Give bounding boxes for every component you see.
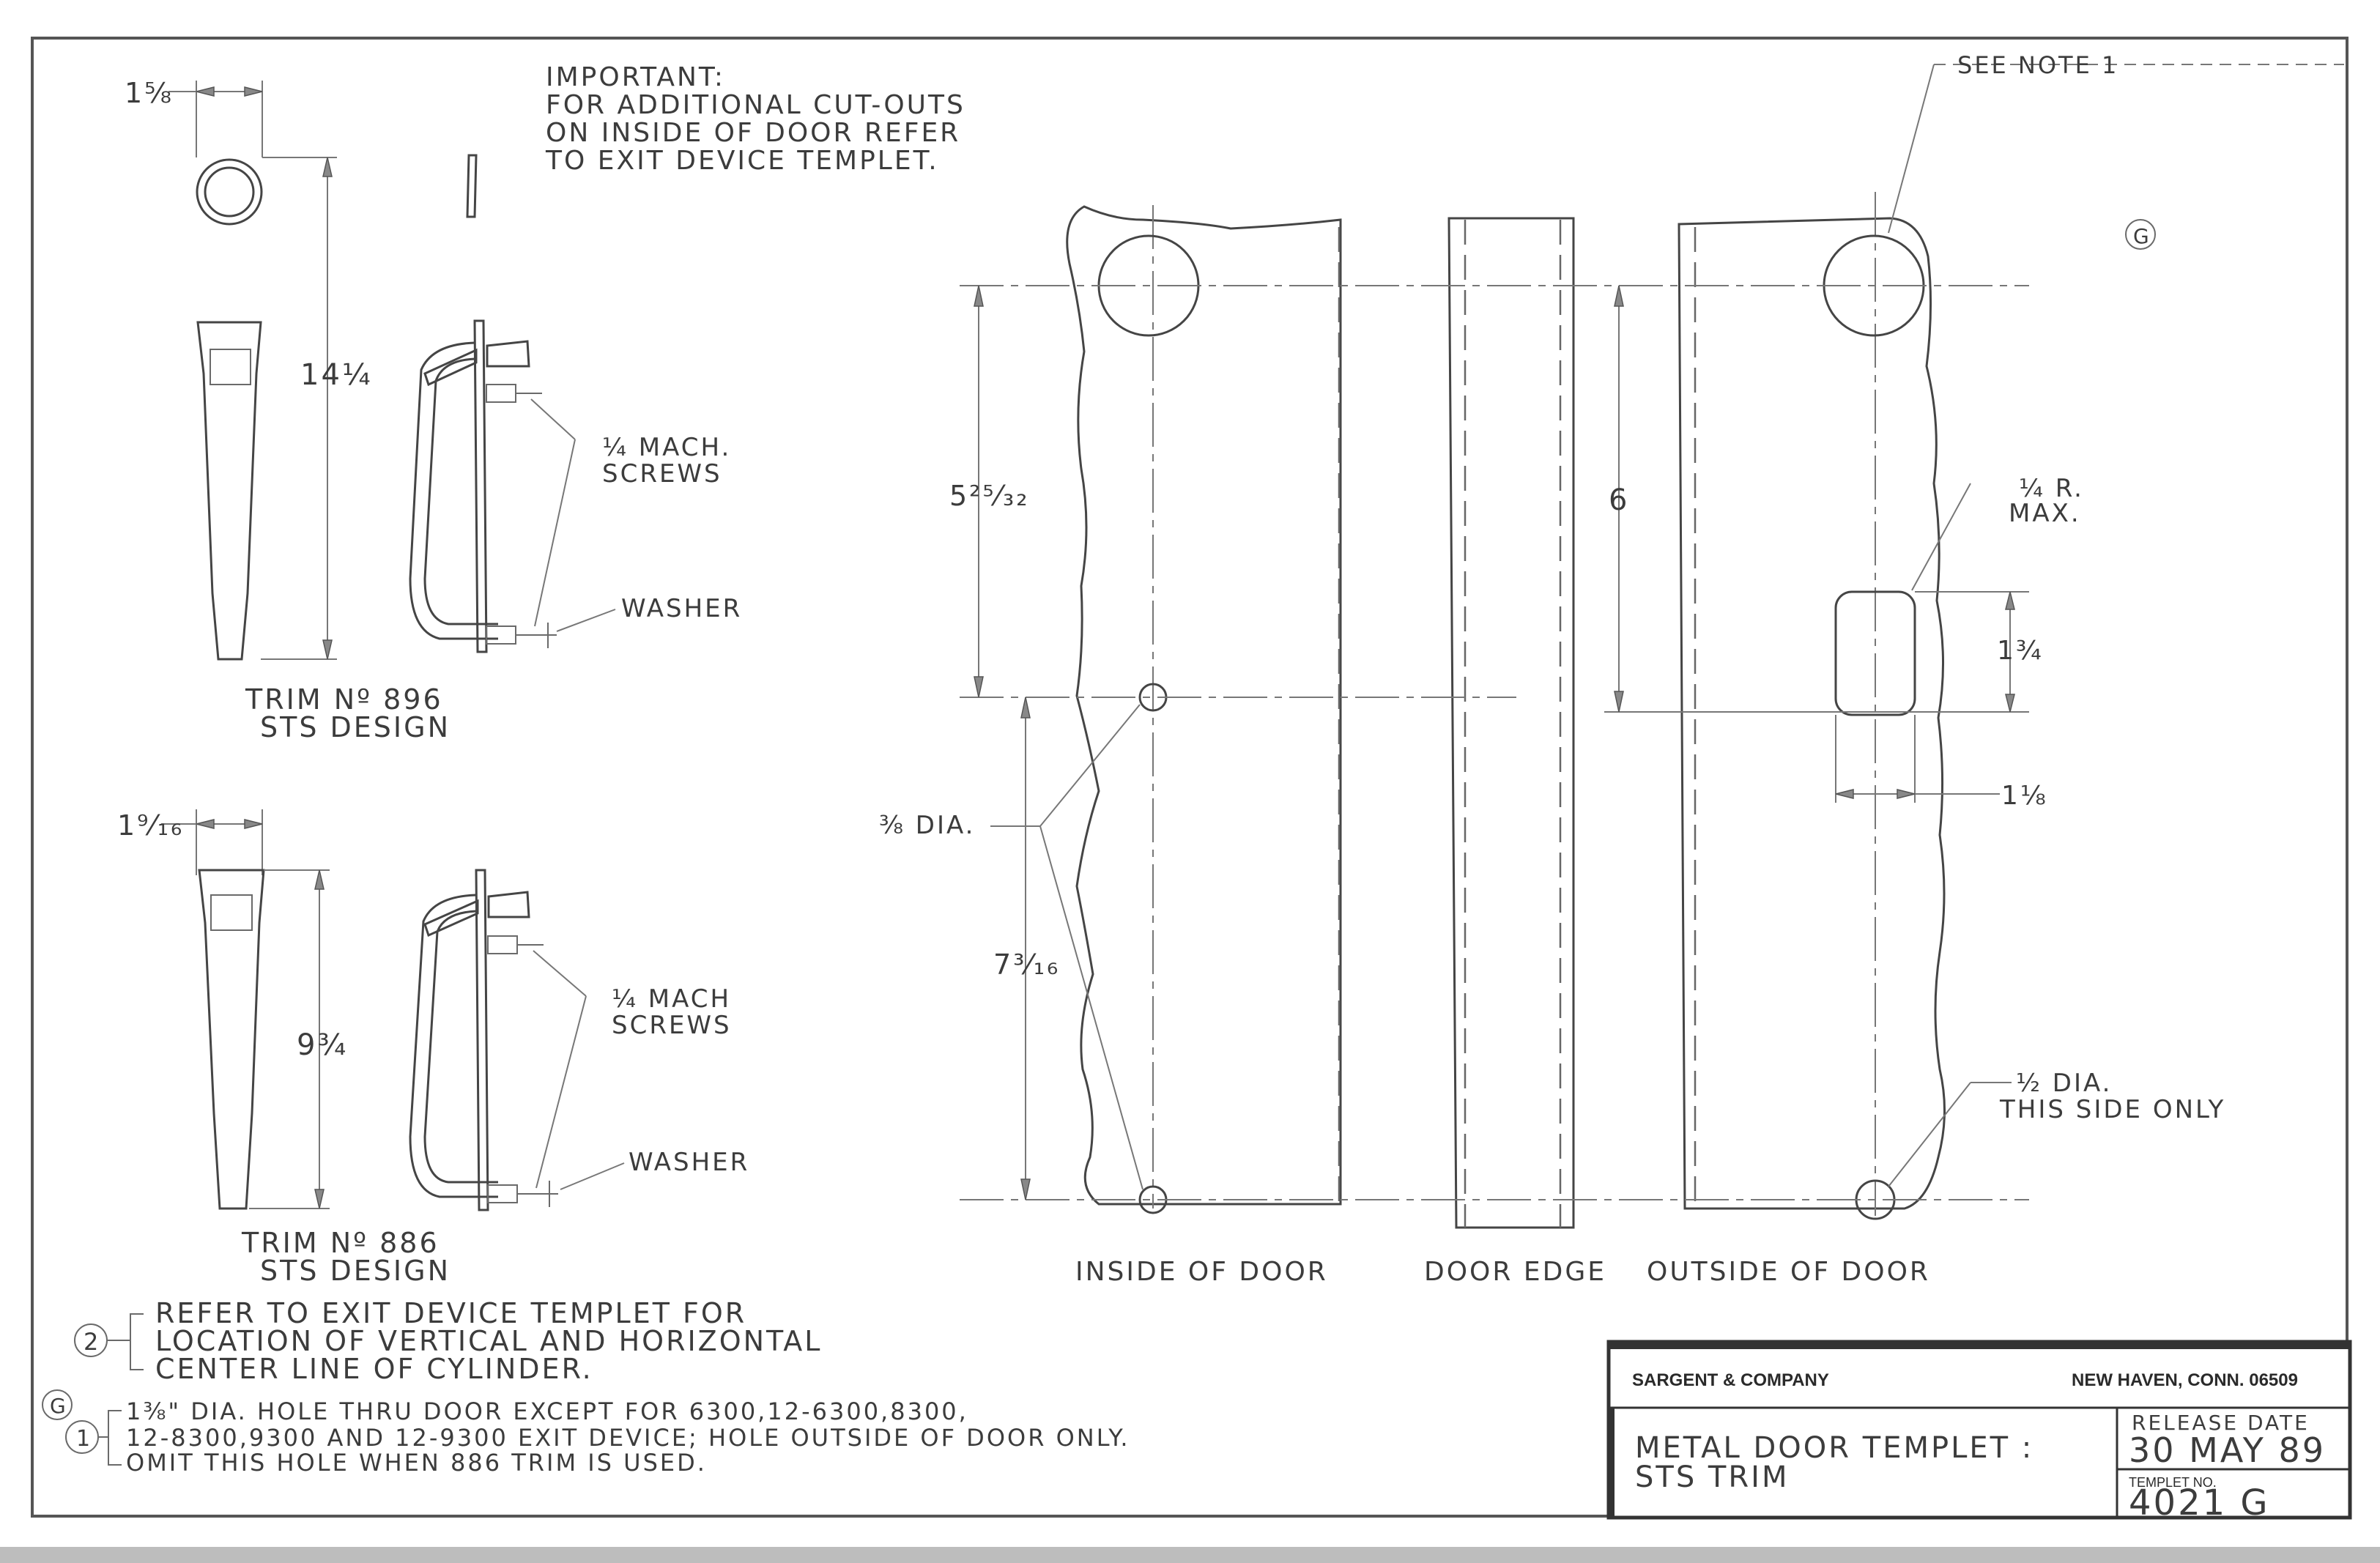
door-views: 5²⁵⁄₃₂ 7³⁄₁₆ ⅜ DIA. 6 SEE NOTE 1 G ¼ R. … (879, 51, 2344, 1287)
trim-896-caption: TRIM Nº 896 (245, 683, 443, 716)
release-date: 30 MAY 89 (2129, 1430, 2326, 1470)
trim-886-drawing: 1⁹⁄₁₆ 9¾ ¼ MACH SCREWS WASHER TRIM Nº 88… (117, 809, 749, 1287)
note-2: 2 REFER TO EXIT DEVICE TEMPLET FOR LOCAT… (74, 1297, 822, 1385)
large-hole-dia-label: ½ DIA. (2016, 1069, 2112, 1098)
lower-vertical-dim: 7³⁄₁₆ (993, 948, 1060, 981)
svg-text:STS DESIGN: STS DESIGN (260, 711, 451, 743)
outside-of-door-label: OUTSIDE OF DOOR (1647, 1257, 1930, 1287)
inside-of-door-label: INSIDE OF DOOR (1075, 1257, 1328, 1287)
svg-text:THIS SIDE ONLY: THIS SIDE ONLY (1999, 1095, 2225, 1124)
inside-of-door-view (1066, 205, 1342, 1206)
trim-896-top-view (196, 158, 263, 226)
see-note-label: SEE NOTE 1 (1957, 51, 2118, 79)
trim-896-height-dim: 14¼ (300, 358, 373, 392)
trim-886-washer-label: WASHER (629, 1148, 749, 1177)
trim-896-screws-label: ¼ MACH. (602, 433, 731, 462)
svg-text:12-8300,9300 AND 12-9300 EXIT: 12-8300,9300 AND 12-9300 EXIT DEVICE; HO… (126, 1424, 1130, 1452)
svg-text:TO EXIT DEVICE TEMPLET.: TO EXIT DEVICE TEMPLET. (545, 146, 939, 176)
svg-text:LOCATION OF VERTICAL AND HORIZ: LOCATION OF VERTICAL AND HORIZONTAL (155, 1325, 822, 1357)
note-1: G 1 1⅜" DIA. HOLE THRU DOOR EXCEPT FOR 6… (42, 1389, 1130, 1477)
templet-no-label: TEMPLET NO. (2129, 1475, 2217, 1490)
svg-text:MAX.: MAX. (2009, 499, 2081, 528)
upper-vertical-dim: 5²⁵⁄₃₂ (949, 480, 1029, 512)
trim-886-height-dim: 9¾ (297, 1028, 348, 1062)
cylinder-cutout (1834, 590, 1916, 716)
drawing-title: METAL DOOR TEMPLET : (1635, 1431, 2034, 1465)
svg-text:STS DESIGN: STS DESIGN (260, 1255, 451, 1287)
company-location: NEW HAVEN, CONN. 06509 (2072, 1370, 2298, 1390)
svg-text:IMPORTANT:: IMPORTANT: (546, 62, 725, 92)
svg-text:REFER TO EXIT DEVICE TEMPLET F: REFER TO EXIT DEVICE TEMPLET FOR (155, 1297, 746, 1329)
svg-text:STS TRIM: STS TRIM (1635, 1460, 1789, 1494)
revision-mark: G (2133, 224, 2151, 248)
templet-number: 4021 G (2129, 1482, 2270, 1523)
svg-text:SCREWS: SCREWS (602, 459, 722, 489)
svg-text:1⅜" DIA. HOLE THRU DOOR EXCEPT: 1⅜" DIA. HOLE THRU DOOR EXCEPT FOR 6300,… (126, 1397, 968, 1425)
small-tick-mark (466, 154, 478, 218)
slot-offset-dim: 1⅛ (2001, 781, 2048, 811)
title-block: SARGENT & COMPANY NEW HAVEN, CONN. 06509… (1606, 1340, 2352, 1523)
svg-text:1: 1 (76, 1426, 92, 1452)
svg-text:OMIT THIS HOLE WHEN 886 TRIM I: OMIT THIS HOLE WHEN 886 TRIM IS USED. (126, 1449, 707, 1477)
small-hole-dia-label: ⅜ DIA. (879, 811, 975, 840)
svg-text:CENTER LINE OF CYLINDER.: CENTER LINE OF CYLINDER. (155, 1353, 593, 1385)
svg-text:ON INSIDE OF DOOR REFER: ON INSIDE OF DOOR REFER (546, 118, 960, 148)
trim-886-caption: TRIM Nº 886 (241, 1227, 440, 1259)
svg-text:G: G (50, 1394, 68, 1418)
slot-height-dim: 1¾ (1997, 636, 2044, 666)
trim-896-width-dim: 1⅝ (125, 77, 174, 109)
release-date-label: RELEASE DATE (2132, 1411, 2310, 1435)
sheet-border (31, 37, 2349, 1518)
radius-label: ¼ R. (2019, 474, 2084, 503)
svg-text:SCREWS: SCREWS (612, 1011, 732, 1040)
outside-of-door-view (1678, 217, 1946, 1210)
trim-896-washer-label: WASHER (621, 594, 742, 623)
svg-text:2: 2 (84, 1328, 100, 1356)
door-edge-label: DOOR EDGE (1424, 1257, 1606, 1287)
trim-896-drawing: 1⅝ 14¼ ¼ MACH. SCREWS WASHER TRIM Nº 896… (125, 77, 742, 743)
door-edge-view (1447, 217, 1575, 1229)
important-note: IMPORTANT: FOR ADDITIONAL CUT-OUTS ON IN… (545, 62, 965, 176)
trim-886-width-dim: 1⁹⁄₁₆ (117, 809, 184, 842)
trim-886-screws-label: ¼ MACH (612, 984, 731, 1014)
six-inch-dim: 6 (1609, 483, 1629, 517)
svg-text:FOR ADDITIONAL CUT-OUTS: FOR ADDITIONAL CUT-OUTS (546, 90, 965, 120)
bottom-strip (0, 1547, 2380, 1563)
company-name: SARGENT & COMPANY (1632, 1370, 1829, 1390)
